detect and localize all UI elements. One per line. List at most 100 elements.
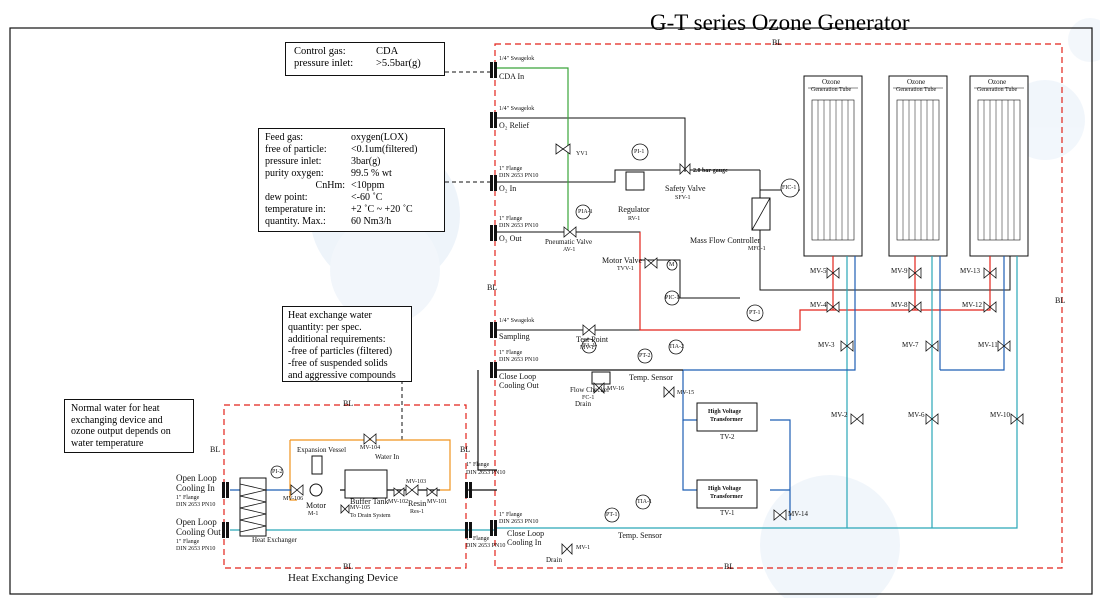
res1-label: Res-1 [410, 509, 424, 515]
pt1-icon [746, 304, 764, 322]
valve-label: MV-13 [960, 267, 980, 275]
valve-mv1-icon [561, 543, 573, 555]
expansion-vessel-label: Expansion Vessel [297, 446, 347, 454]
mv17-label: MV-17 [580, 345, 598, 351]
note-row: purity oxygen:99.5 % wt [265, 168, 438, 180]
valve-mv11-icon [997, 340, 1011, 352]
mv102-label: MV-102 [388, 499, 409, 505]
note-row: pressure inlet:>5.5bar(g) [294, 58, 436, 70]
normal-water-note: Normal water for heat exchanging device … [64, 399, 194, 453]
tvv1-label: TVV-1 [617, 266, 634, 272]
mv1-label: MV-1 [576, 545, 591, 551]
boundary-label: BL [343, 562, 354, 571]
note-value: 99.5 % wt [351, 168, 392, 179]
pi1-label: PI-1 [634, 149, 645, 155]
note-row: pressure inlet:3bar(g) [265, 156, 438, 168]
note-value: <0.1um(filtered) [351, 144, 418, 155]
note-key: Control gas: [294, 46, 346, 57]
close-loop-out-spec: DIN 2653 PN10 [499, 357, 539, 363]
valve-label: MV-12 [962, 301, 982, 309]
ozone-tube-sublabel: Generation Tube [896, 87, 937, 93]
note-row: temperature in:+2 ˚C ~ +20 ˚C [265, 204, 438, 216]
o2-relief-label: O₂ Relief [499, 121, 530, 130]
m1-label: M-1 [308, 511, 319, 517]
cda-line [497, 67, 569, 232]
mfc1-label: MFC-1 [748, 246, 766, 252]
mv15-label: MV-15 [677, 390, 695, 396]
buffer-tank-label: Buffer Tank [350, 497, 389, 506]
o3-out-label: O₃ Out [499, 234, 522, 243]
ozone-tube-3 [969, 75, 1029, 257]
note-key: Feed gas: [265, 132, 304, 143]
valve-mv105-icon [340, 504, 350, 514]
note-row: free of particle:<0.1um(filtered) [265, 144, 438, 156]
diagram-title: G-T series Ozone Generator [650, 10, 910, 35]
ozone-tube-sublabel: Generation Tube [977, 87, 1018, 93]
ozone-tube-2 [888, 75, 948, 257]
bubble [760, 475, 900, 598]
valve-mv3-icon [840, 340, 854, 352]
note-line: -free of suspended solids [288, 358, 388, 369]
flow-checker-label: Flow Checker [570, 386, 610, 394]
boundary-label: BL [210, 445, 221, 454]
valve-symbols [290, 143, 1024, 555]
mv106-label: MV-106 [283, 496, 304, 502]
ozone-tube-sublabel: Generation Tube [811, 87, 852, 93]
note-key: CnHm: [315, 180, 345, 191]
valve-mv106-icon [290, 484, 304, 496]
valve-mv6-icon [925, 413, 939, 425]
pt2-label: PT-2 [639, 353, 651, 359]
valve-mv104-icon [363, 433, 377, 445]
valve-sfv1-icon [679, 163, 691, 175]
tv1-title: Transformer [710, 494, 743, 500]
motor-label: M [669, 262, 675, 268]
pia1-label: PIA-1 [578, 209, 593, 215]
note-line: ozone output depends on [71, 426, 171, 437]
note-value: <10ppm [351, 180, 385, 191]
ozone-tube-label: Ozone [822, 78, 841, 86]
regulator-icon [625, 171, 645, 191]
tia2-icon [668, 339, 684, 355]
boundary-label: BL [460, 445, 471, 454]
gauge-label: 2.0 bar-gauge [693, 168, 728, 174]
pi2-icon [270, 465, 284, 479]
open-loop-out-spec: 1" Flange [176, 539, 200, 545]
open-loop-in-spec: 1" Flange [176, 495, 200, 501]
valve-label: MV-11 [978, 341, 998, 349]
o2-relief-spec: 1/4" Swagelok [499, 106, 535, 112]
rv1-label: RV-1 [628, 216, 641, 222]
pt2-icon [637, 348, 653, 364]
note-line: Heat exchange water [288, 310, 372, 321]
pi2-label: PI-2 [272, 469, 283, 475]
yv1-label: YV1 [576, 151, 588, 157]
sampling-spec: 1/4" Swagelok [499, 318, 535, 324]
mv101-label: MV-101 [427, 499, 448, 505]
close-loop-in-label: Cooling In [507, 538, 542, 547]
ozone-tube-1 [803, 75, 863, 257]
test-point-label: Test Point [576, 335, 609, 344]
fic1-label: FIC-1 [782, 185, 797, 191]
note-line: and aggressive compounds [288, 370, 396, 381]
valve-label: MV-9 [891, 267, 908, 275]
mv105-label: MV-105 [350, 505, 371, 511]
boundary-label: BL [487, 283, 498, 292]
open-loop-in-spec: DIN 2653 PN10 [176, 502, 216, 508]
o2-in-spec: 1" Flange [499, 166, 523, 172]
valve-mv17-icon [582, 324, 596, 336]
open-loop-in-label: Open Loop [176, 473, 217, 483]
control-gas-note: Control gas:CDA pressure inlet:>5.5bar(g… [285, 42, 445, 76]
pt1-label: PT-1 [749, 310, 761, 316]
pneumatic-valve-label: Pneumatic Valve [545, 238, 593, 246]
note-key: quantity. Max.: [265, 216, 326, 227]
valve-label: MV-7 [902, 341, 919, 349]
valve-mv13-icon [983, 267, 997, 279]
valve-mv7-icon [925, 340, 939, 352]
expansion-vessel-icon [311, 455, 323, 475]
valve-mv14-icon [773, 509, 787, 521]
close-loop-in-label: Close Loop [507, 529, 545, 538]
ozone-tube-label: Ozone [907, 78, 926, 86]
sfv1-label: SFV-1 [675, 195, 691, 201]
note-line: Normal water for heat [71, 403, 160, 414]
regulator-label: Regulator [618, 205, 650, 214]
note-line: quantity: per spec. [288, 322, 362, 333]
